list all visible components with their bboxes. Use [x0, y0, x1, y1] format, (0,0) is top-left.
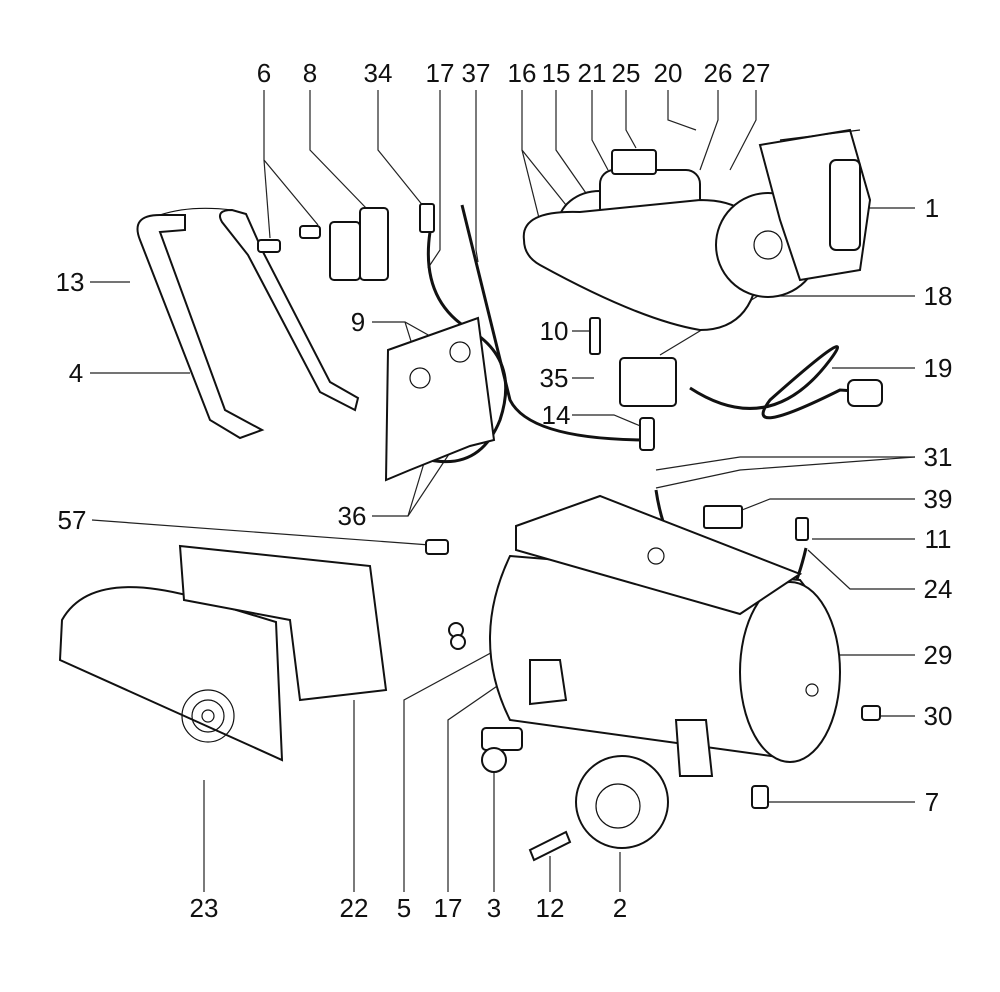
mounting-bracket — [384, 316, 496, 482]
callout-label: 12 — [536, 893, 565, 923]
callout-label: 8 — [303, 58, 317, 88]
callout-label: 6 — [257, 58, 271, 88]
pressure-switch — [589, 317, 677, 451]
wheel-caster-hardware — [425, 505, 881, 862]
callouts-left: 13 4 9 10 35 14 36 57 — [56, 267, 571, 535]
callout-label: 3 — [487, 893, 501, 923]
air-tank — [489, 494, 841, 777]
callout-label: 18 — [924, 281, 953, 311]
callout-label: 19 — [924, 353, 953, 383]
callout-label: 11 — [925, 524, 952, 554]
callout-label: 25 — [612, 58, 641, 88]
callout-label: 15 — [542, 58, 571, 88]
callout-label: 1 — [925, 193, 939, 223]
handle-part — [136, 207, 360, 440]
callout-label: 14 — [542, 400, 571, 430]
callout-label: 17 — [426, 58, 455, 88]
callout-label: 36 — [338, 501, 367, 531]
callouts-right: 1 18 19 31 39 11 24 29 30 7 — [924, 193, 953, 817]
callout-label: 22 — [340, 893, 369, 923]
air-filter-regulator — [257, 203, 435, 281]
callout-label: 9 — [351, 307, 365, 337]
callout-label: 10 — [540, 316, 569, 346]
callout-label: 57 — [58, 505, 87, 535]
power-cord — [689, 345, 883, 420]
callout-label: 4 — [69, 358, 83, 388]
callout-label: 17 — [434, 893, 463, 923]
callout-label: 37 — [462, 58, 491, 88]
callout-label: 30 — [924, 701, 953, 731]
callouts-top: 6 8 34 17 37 16 15 21 25 20 26 27 — [257, 58, 771, 88]
callout-label: 39 — [924, 484, 953, 514]
callout-label: 27 — [742, 58, 771, 88]
motor-and-belt — [522, 149, 821, 332]
callout-label: 34 — [364, 58, 393, 88]
callouts-bottom: 23 22 5 17 3 12 2 — [190, 893, 628, 923]
callout-label: 7 — [925, 787, 939, 817]
callout-label: 13 — [56, 267, 85, 297]
belt-guard — [58, 544, 388, 762]
callout-label: 24 — [924, 574, 953, 604]
callout-label: 26 — [704, 58, 733, 88]
callout-label: 16 — [508, 58, 537, 88]
callout-label: 20 — [654, 58, 683, 88]
callout-label: 21 — [578, 58, 607, 88]
callout-label: 31 — [924, 442, 953, 472]
callout-label: 23 — [190, 893, 219, 923]
callout-label: 29 — [924, 640, 953, 670]
callout-label: 35 — [540, 363, 569, 393]
callout-label: 2 — [613, 893, 627, 923]
callout-label: 5 — [397, 893, 411, 923]
compressor-head — [758, 128, 872, 282]
